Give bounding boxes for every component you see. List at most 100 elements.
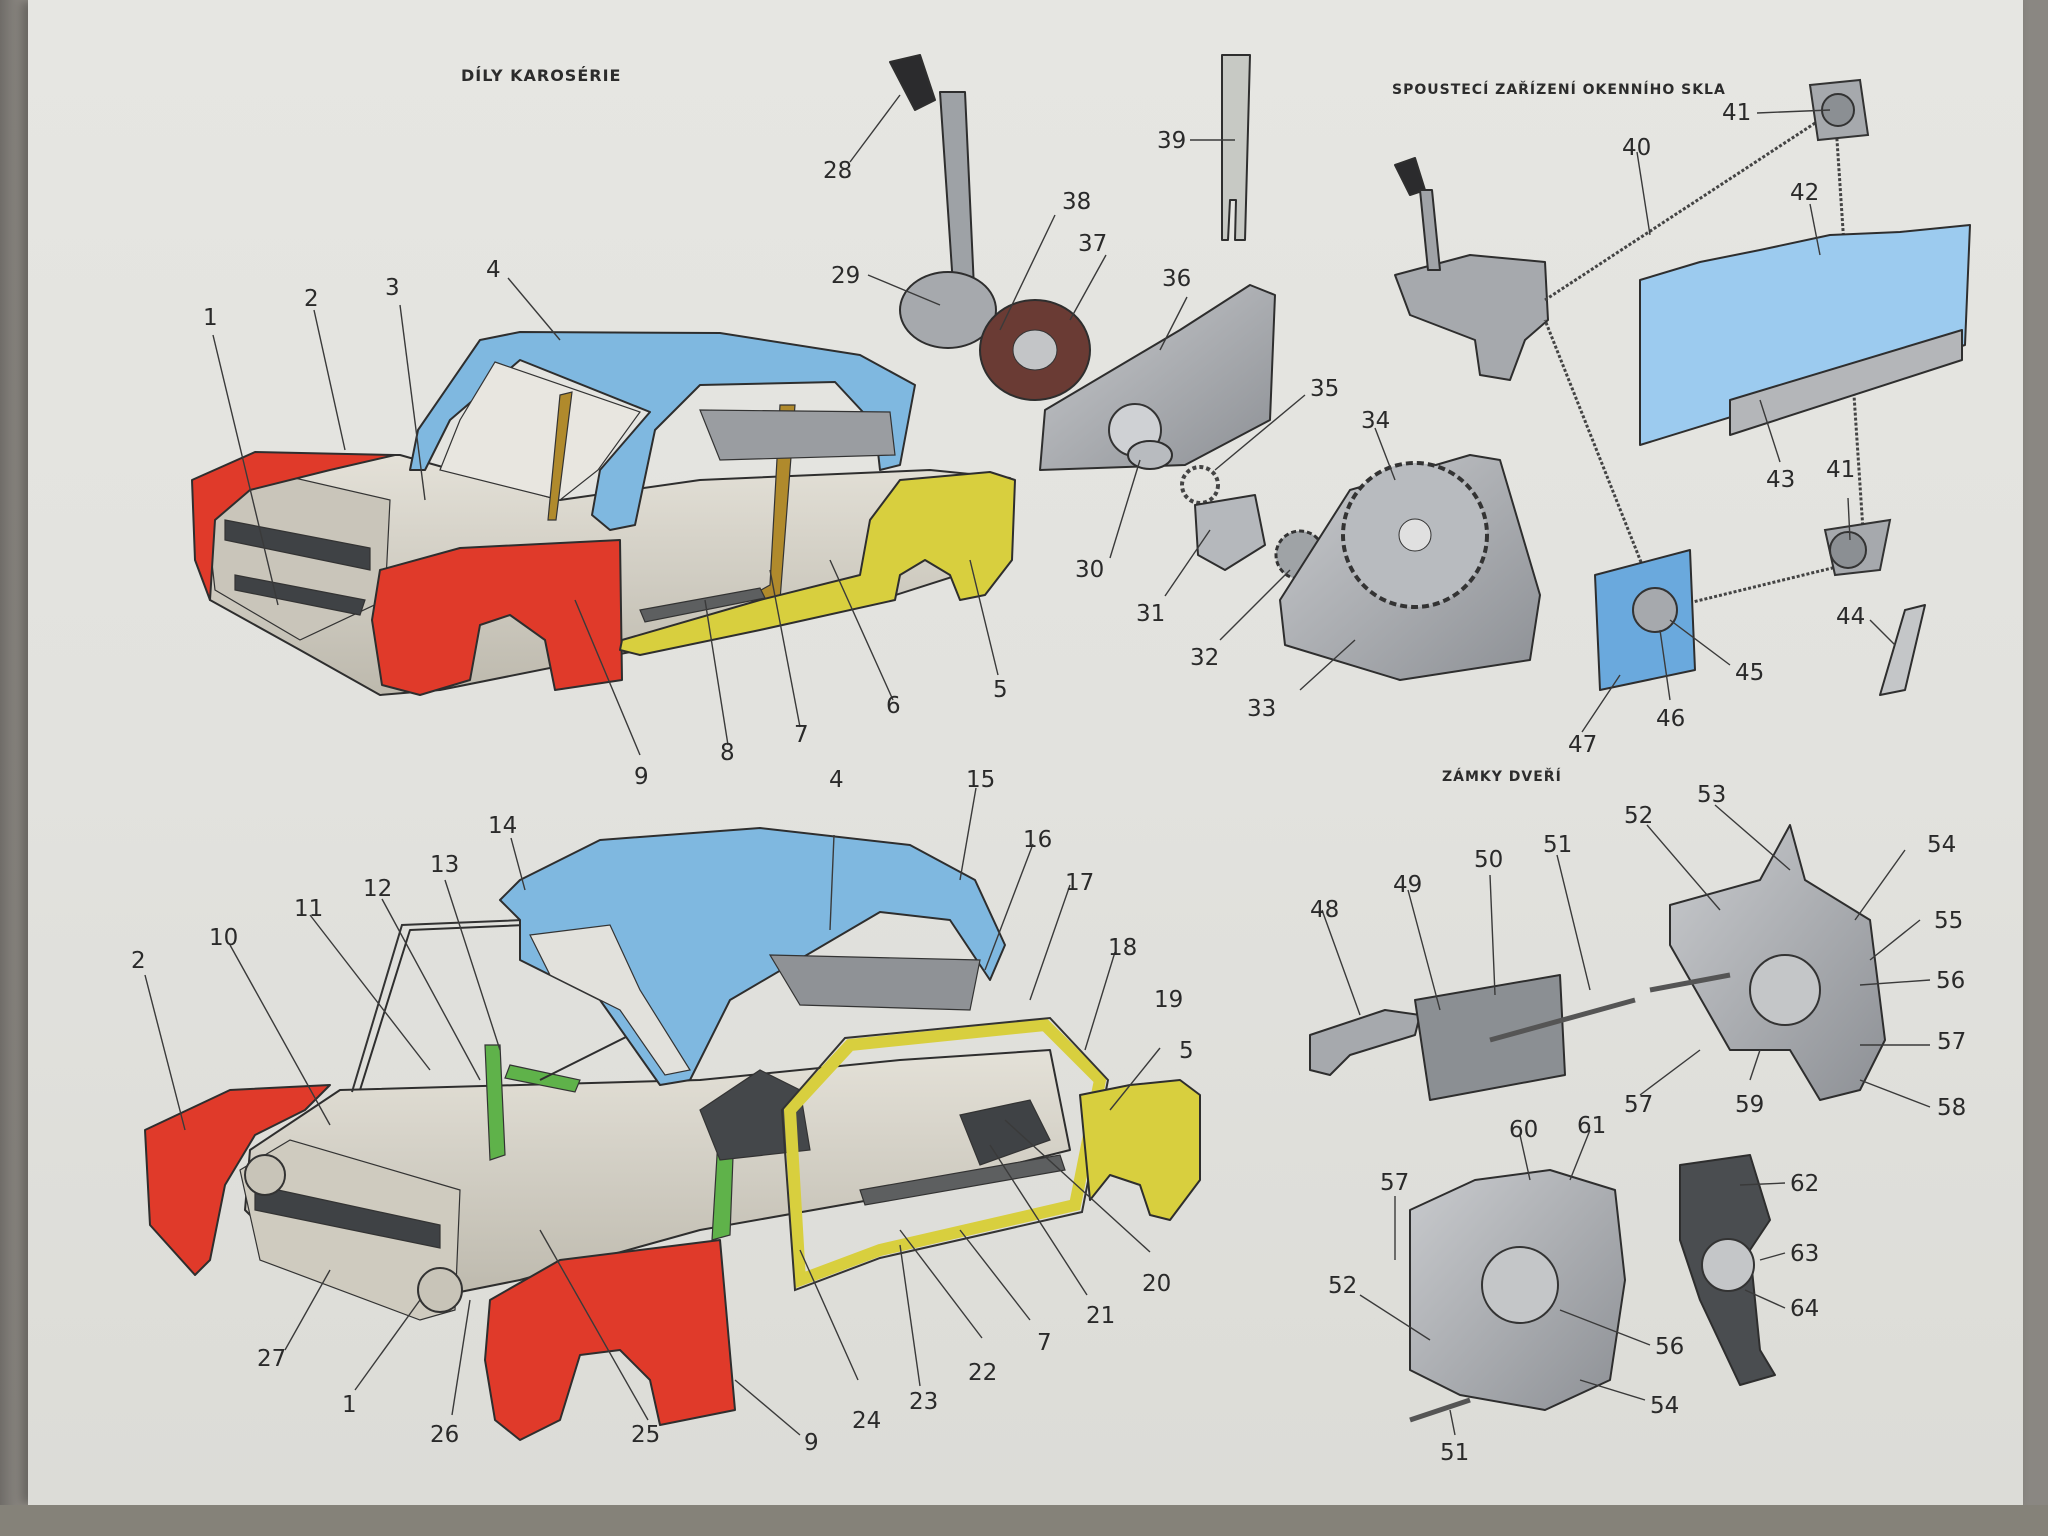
lower-pulley [1823, 518, 1892, 577]
glass-channel [1729, 329, 1963, 436]
detached-roof-panel [499, 827, 1006, 1086]
door-lock-parts [1309, 824, 1886, 1423]
handle-link-rod [1489, 997, 1636, 1043]
callout-1: 1 [203, 305, 218, 331]
rear-quarter-detached [1079, 1079, 1201, 1221]
rear-seat-panel [699, 409, 896, 461]
callout-31: 31 [1136, 601, 1165, 627]
callout-57c: 57 [1380, 1170, 1409, 1196]
callout-16: 16 [1023, 827, 1052, 853]
callout-64: 64 [1790, 1296, 1819, 1322]
sector-gear-hub [1398, 518, 1432, 552]
brake-drum [1194, 494, 1266, 571]
windscreen-opening [439, 361, 641, 501]
callout-60: 60 [1509, 1117, 1538, 1143]
book-spine-shadow [0, 0, 28, 1536]
callout-28: 28 [823, 158, 852, 184]
callout-62: 62 [1790, 1171, 1819, 1197]
regulator-handle-mechanism [1394, 254, 1549, 381]
rear-lock-rod [1409, 1397, 1471, 1423]
assembled-body-illustration [191, 331, 1016, 696]
callout-numbers: 1 2 3 4 5 6 7 8 9 28 29 30 31 32 33 34 3… [131, 100, 1966, 1466]
callout-36: 36 [1162, 266, 1191, 292]
pinion-shaft [1127, 440, 1173, 470]
callout-9b: 9 [804, 1430, 819, 1456]
title-body-parts: DÍLY KAROSÉRIE [461, 66, 621, 85]
callout-13: 13 [430, 852, 459, 878]
callout-35: 35 [1310, 376, 1339, 402]
callout-2b: 2 [131, 948, 146, 974]
crank-knob-icon [889, 54, 936, 111]
upper-pulley [1808, 78, 1870, 142]
callout-5b: 5 [1179, 1038, 1194, 1064]
headlamp-opening-right [417, 1267, 463, 1313]
callout-48: 48 [1310, 897, 1339, 923]
page-bottom-edge [0, 1505, 2048, 1536]
callout-53: 53 [1697, 782, 1726, 808]
callout-61: 61 [1577, 1113, 1606, 1139]
callout-29: 29 [831, 263, 860, 289]
lock-rotor [1749, 954, 1821, 1026]
detached-front-right-fender [484, 1239, 736, 1441]
callout-30: 30 [1075, 557, 1104, 583]
callout-6: 6 [886, 693, 901, 719]
callout-54b: 54 [1650, 1393, 1679, 1419]
callout-52: 52 [1624, 803, 1653, 829]
callout-21: 21 [1086, 1303, 1115, 1329]
rear-lock-rotor [1481, 1246, 1559, 1324]
callout-24: 24 [852, 1408, 881, 1434]
callout-43: 43 [1766, 467, 1795, 493]
front-right-fender [371, 539, 623, 696]
callout-3: 3 [385, 275, 400, 301]
callout-38: 38 [1062, 189, 1091, 215]
rear-quarter-panel [619, 471, 1016, 656]
front-crossmember-lower [234, 574, 366, 616]
callout-46: 46 [1656, 706, 1685, 732]
callout-19: 19 [1154, 987, 1183, 1013]
callout-56: 56 [1936, 968, 1965, 994]
callout-40: 40 [1622, 135, 1651, 161]
callout-26: 26 [430, 1422, 459, 1448]
callout-5: 5 [993, 677, 1008, 703]
headlamp-opening-left [244, 1154, 286, 1196]
roof-window-gap [529, 924, 691, 1076]
callout-10: 10 [209, 925, 238, 951]
door-window-glass [1639, 224, 1971, 446]
callout-58: 58 [1937, 1095, 1966, 1121]
callout-57b: 57 [1624, 1092, 1653, 1118]
callout-20: 20 [1142, 1271, 1171, 1297]
callout-15: 15 [966, 767, 995, 793]
regulator-mounting-bracket [1039, 284, 1276, 471]
callout-57: 57 [1937, 1029, 1966, 1055]
callout-42: 42 [1790, 180, 1819, 206]
sill-panel [859, 1154, 1066, 1206]
callout-50: 50 [1474, 847, 1503, 873]
callout-33: 33 [1247, 696, 1276, 722]
plate-pulley [1632, 587, 1678, 633]
callout-17: 17 [1065, 870, 1094, 896]
fork-plate [1221, 54, 1251, 241]
callout-22: 22 [968, 1360, 997, 1386]
callout-54: 54 [1927, 832, 1956, 858]
window-crank-parts [889, 54, 1541, 681]
striker-wheel [1701, 1238, 1755, 1292]
callout-11: 11 [294, 896, 323, 922]
a-pillar [547, 391, 573, 521]
cable-regulator [1394, 78, 1971, 696]
spring-coil [1180, 465, 1220, 505]
roof-panel [409, 331, 916, 531]
windscreen-pillar-inner [484, 1044, 506, 1161]
crank-boss [899, 271, 997, 349]
callout-51: 51 [1543, 832, 1572, 858]
floor-side-member [639, 587, 766, 623]
callout-56b: 56 [1655, 1334, 1684, 1360]
callout-51b: 51 [1440, 1440, 1469, 1466]
callout-9: 9 [634, 764, 649, 790]
callout-27: 27 [257, 1346, 286, 1372]
washer-hole [1012, 329, 1058, 371]
callout-59: 59 [1735, 1092, 1764, 1118]
callout-45: 45 [1735, 660, 1764, 686]
radiator-crossmember [254, 1184, 441, 1249]
callout-7: 7 [794, 722, 809, 748]
